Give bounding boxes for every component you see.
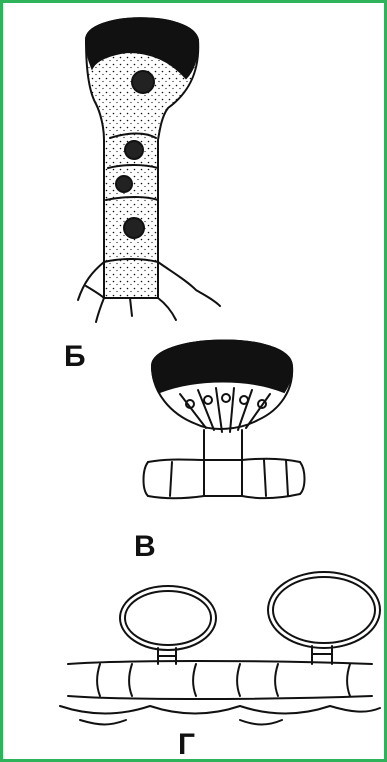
- figure-label-g: Г: [178, 730, 195, 760]
- bladder-hairs-icon: [60, 572, 380, 725]
- multicellular-glandular-hair-icon: [78, 18, 220, 322]
- capitate-glandular-hair-icon: [144, 340, 305, 498]
- figure-label-v: В: [134, 532, 156, 562]
- figure-label-b: Б: [64, 342, 86, 372]
